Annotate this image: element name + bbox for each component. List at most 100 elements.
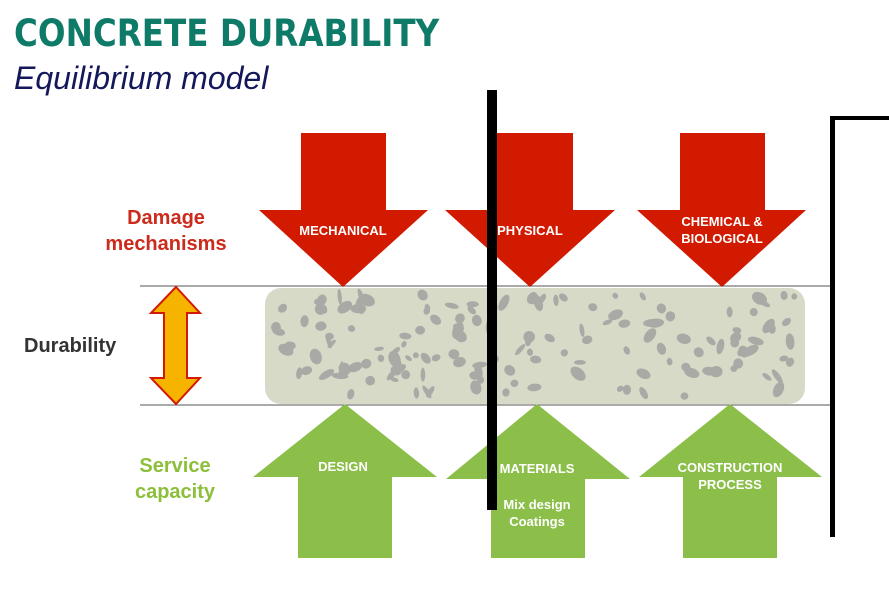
- aggregate-particle: [467, 305, 476, 315]
- aggregate-particle: [504, 365, 516, 376]
- aggregate-particle: [337, 288, 342, 305]
- aggregate-pattern: [271, 288, 798, 400]
- bracket-top: [830, 116, 889, 120]
- aggregate-particle: [772, 381, 785, 398]
- capacity-arrow-design: [253, 404, 437, 558]
- aggregate-particle: [656, 303, 667, 314]
- aggregate-particle: [612, 292, 619, 299]
- aggregate-particle: [762, 318, 775, 334]
- aggregate-particle: [278, 303, 288, 313]
- aggregate-particle: [309, 348, 322, 365]
- aggregate-particle: [791, 293, 798, 300]
- aggregate-particle: [616, 385, 624, 392]
- annotation-bar: [487, 90, 497, 510]
- damage-arrow-chemical: [637, 133, 806, 287]
- aggregate-particle: [401, 370, 411, 380]
- label-line: CONSTRUCTION: [677, 460, 783, 475]
- capacity-label-design: DESIGN: [318, 459, 368, 474]
- bracket-vertical: [830, 116, 835, 537]
- damage-label-chemical: CHEMICAL & BIOLOGICAL: [652, 213, 792, 247]
- aggregate-particle: [471, 314, 482, 327]
- aggregate-particle: [388, 351, 401, 368]
- aggregate-particle: [702, 366, 717, 376]
- aggregate-particle: [430, 314, 442, 325]
- aggregate-particle: [639, 387, 649, 400]
- aggregate-particle: [676, 333, 691, 344]
- aggregate-particle: [455, 313, 465, 324]
- slide-title: CONCRETE DURABILITY: [14, 12, 440, 55]
- aggregate-particle: [319, 369, 335, 380]
- damage-label-physical: PHYSICAL: [497, 223, 563, 238]
- aggregate-particle: [762, 373, 772, 381]
- label-line: Service: [139, 455, 211, 477]
- aggregate-particle: [570, 366, 586, 381]
- service-capacity-label: Service capacity: [100, 453, 250, 505]
- aggregate-particle: [558, 293, 568, 302]
- label-line: Damage: [127, 207, 205, 229]
- aggregate-particle: [730, 332, 742, 343]
- aggregate-particle: [752, 291, 767, 305]
- aggregate-particle: [338, 362, 351, 376]
- durability-label: Durability: [24, 335, 117, 357]
- aggregate-particle: [431, 354, 441, 362]
- aggregate-particle: [390, 377, 399, 383]
- aggregate-particle: [785, 333, 795, 350]
- capacity-label-materials: MATERIALS: [499, 461, 575, 476]
- capacity-arrow-construction: [639, 404, 822, 558]
- capacity-label-construction: CONSTRUCTION PROCESS: [655, 459, 805, 493]
- aggregate-particle: [726, 306, 733, 318]
- aggregate-particle: [325, 334, 332, 349]
- aggregate-particle: [470, 380, 482, 395]
- aggregate-particle: [747, 336, 764, 346]
- label-line: Mix design: [503, 497, 571, 512]
- aggregate-particle: [582, 335, 593, 345]
- aggregate-particle: [374, 346, 384, 351]
- damage-arrow-physical: [445, 133, 615, 287]
- aggregate-particle: [602, 319, 613, 326]
- aggregate-particle: [413, 387, 420, 399]
- capacity-arrow-materials: [446, 404, 630, 558]
- aggregate-particle: [412, 352, 419, 359]
- aggregate-particle: [780, 290, 788, 301]
- aggregate-particle: [785, 357, 795, 367]
- aggregate-particle: [732, 327, 742, 334]
- aggregate-particle: [527, 383, 542, 392]
- aggregate-particle: [693, 347, 704, 358]
- aggregate-particle: [502, 388, 510, 397]
- label-line: PROCESS: [698, 477, 762, 492]
- aggregate-particle: [320, 303, 328, 314]
- aggregate-particle: [300, 315, 309, 328]
- aggregate-particle: [643, 318, 661, 327]
- aggregate-particle: [444, 302, 459, 309]
- damage-arrow-mechanical: [259, 133, 428, 287]
- label-line: capacity: [134, 481, 216, 503]
- aggregate-particle: [423, 307, 431, 315]
- aggregate-particle: [422, 385, 432, 399]
- aggregate-particle: [417, 289, 428, 301]
- aggregate-particle: [284, 341, 296, 350]
- aggregate-particle: [399, 332, 412, 340]
- aggregate-particle: [771, 369, 783, 384]
- aggregate-particle: [453, 330, 467, 343]
- aggregate-particle: [361, 358, 372, 369]
- aggregate-particle: [357, 288, 364, 302]
- aggregate-particle: [527, 348, 534, 356]
- aggregate-particle: [636, 368, 651, 380]
- aggregate-particle: [300, 366, 313, 376]
- durability-double-arrow: [148, 285, 203, 406]
- aggregate-particle: [666, 357, 673, 366]
- label-line: Coatings: [509, 514, 565, 529]
- label-line: mechanisms: [105, 233, 227, 255]
- label-line: BIOLOGICAL: [681, 231, 763, 246]
- aggregate-particle: [420, 367, 426, 382]
- aggregate-particle: [622, 384, 632, 395]
- aggregate-particle: [347, 325, 356, 332]
- aggregate-particle: [350, 303, 367, 314]
- aggregate-particle: [296, 367, 303, 380]
- aggregate-particle: [588, 303, 598, 312]
- aggregate-particle: [579, 323, 585, 337]
- aggregate-particle: [716, 338, 725, 355]
- aggregate-particle: [680, 392, 689, 400]
- aggregate-particle: [749, 307, 758, 317]
